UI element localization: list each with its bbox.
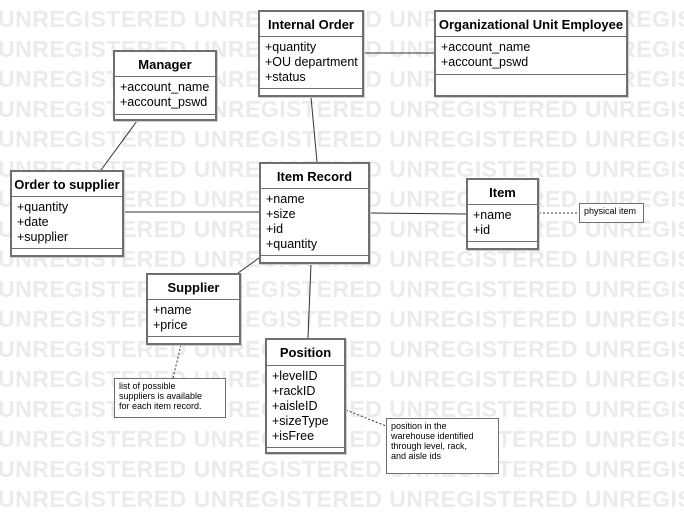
attribute: +OU department [265, 55, 358, 69]
attribute: +name [153, 303, 192, 317]
attribute: +account_name [120, 80, 210, 94]
association-item-record-position [307, 263, 312, 339]
class-internal-order[interactable]: Internal Order +quantity +OU department … [258, 10, 364, 97]
class-item-attributes: +name +id [468, 205, 537, 242]
watermark-row: UNREGISTERED UNREGISTERED UNREGISTERED U… [0, 486, 684, 512]
attribute: +rackID [272, 384, 316, 398]
attribute: +isFree [272, 429, 315, 443]
attribute: +name [473, 208, 512, 222]
class-item-record[interactable]: Item Record +name +size +id +quantity [259, 162, 370, 264]
class-manager-name: Manager [115, 52, 215, 77]
note-line: suppliers is available [119, 391, 203, 401]
class-position-attributes: +levelID +rackID +aisleID +sizeType +isF… [267, 366, 344, 448]
association-manager-order-to-supplier [100, 120, 138, 171]
class-supplier-name: Supplier [148, 275, 239, 300]
note-position[interactable]: position in the warehouse identified thr… [386, 418, 499, 474]
class-ou-employee[interactable]: Organizational Unit Employee +account_na… [434, 10, 628, 97]
attribute: +levelID [272, 369, 318, 383]
attribute: +account_pswd [120, 95, 208, 109]
class-order-to-supplier-name: Order to supplier [12, 172, 122, 197]
association-item-record-supplier [237, 257, 260, 274]
class-order-to-supplier[interactable]: Order to supplier +quantity +date +suppl… [10, 170, 124, 257]
attribute: +id [266, 222, 284, 236]
watermark-row: UNREGISTERED UNREGISTERED UNREGISTERED U… [0, 126, 684, 152]
watermark-row: UNREGISTERED UNREGISTERED UNREGISTERED U… [0, 456, 684, 482]
attribute: +quantity [17, 200, 69, 214]
attribute: +supplier [17, 230, 69, 244]
class-supplier-attributes: +name +price [148, 300, 239, 337]
class-internal-order-attributes: +quantity +OU department +status [260, 37, 362, 89]
note-anchor-suppliers [172, 344, 182, 379]
attribute: +quantity [266, 237, 318, 251]
note-physical-item[interactable]: physical item [579, 203, 644, 223]
attribute: +name [266, 192, 305, 206]
note-anchor-position [345, 409, 387, 427]
association-item-record-item [369, 212, 467, 215]
note-line: for each item record. [119, 401, 202, 411]
association-internal-order-item-record [310, 96, 318, 163]
class-manager[interactable]: Manager +account_name +account_pswd [113, 50, 217, 121]
class-item-name: Item [468, 180, 537, 205]
note-line: list of possible [119, 381, 176, 391]
class-position[interactable]: Position +levelID +rackID +aisleID +size… [265, 338, 346, 454]
attribute: +price [153, 318, 188, 332]
attribute: +date [17, 215, 49, 229]
watermark-row: UNREGISTERED UNREGISTERED UNREGISTERED U… [0, 306, 684, 332]
note-line: through level, rack, [391, 441, 468, 451]
attribute: +account_name [441, 40, 531, 54]
watermark-row: UNREGISTERED UNREGISTERED UNREGISTERED U… [0, 276, 684, 302]
attribute: +aisleID [272, 399, 318, 413]
attribute: +sizeType [272, 414, 329, 428]
attribute: +size [266, 207, 296, 221]
note-line: position in the [391, 421, 447, 431]
class-item-record-attributes: +name +size +id +quantity [261, 189, 368, 256]
note-line: physical item [584, 206, 637, 216]
note-line: and aisle ids [391, 451, 442, 461]
class-manager-attributes: +account_name +account_pswd [115, 77, 215, 115]
attribute: +quantity [265, 40, 317, 54]
class-order-to-supplier-attributes: +quantity +date +supplier [12, 197, 122, 249]
note-suppliers[interactable]: list of possible suppliers is available … [114, 378, 226, 418]
class-ou-employee-attributes: +account_name +account_pswd [436, 37, 626, 75]
class-item-record-name: Item Record [261, 164, 368, 189]
class-position-name: Position [267, 340, 344, 366]
attribute: +account_pswd [441, 55, 529, 69]
class-item[interactable]: Item +name +id [466, 178, 539, 250]
class-ou-employee-name: Organizational Unit Employee [436, 12, 626, 37]
class-internal-order-name: Internal Order [260, 12, 362, 37]
attribute: +status [265, 70, 306, 84]
attribute: +id [473, 223, 491, 237]
class-supplier[interactable]: Supplier +name +price [146, 273, 241, 345]
note-line: warehouse identified [391, 431, 474, 441]
